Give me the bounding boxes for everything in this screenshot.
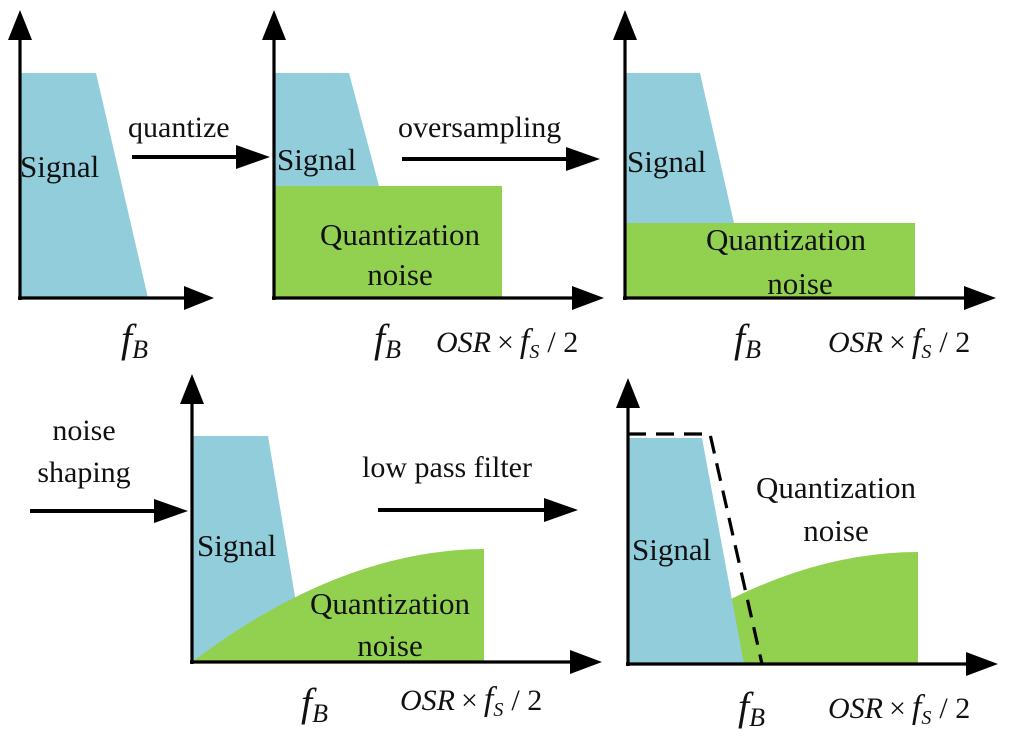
panel-1-signal-spectrum: Signal fB	[8, 10, 214, 364]
signal-region	[20, 73, 148, 298]
osr-fs-label: OSR×fS/ 2	[828, 689, 970, 729]
quantization-label: Quantization	[310, 586, 471, 621]
signal-label: Signal	[632, 532, 711, 567]
noise-label: noise	[803, 513, 868, 548]
x-axis	[272, 286, 604, 310]
fb-label: fB	[734, 316, 761, 364]
quantization-noise-region	[625, 223, 915, 298]
fb-label: fB	[301, 680, 328, 728]
osr-fs-label: OSR×fS/ 2	[436, 323, 578, 363]
x-axis	[626, 652, 998, 676]
x-axis	[190, 650, 602, 674]
quantization-label: Quantization	[756, 470, 917, 505]
panel-4-noise-shaped: Signal Quantization noise fB OSR×fS/ 2	[180, 374, 602, 728]
quantization-label: Quantization	[706, 222, 867, 257]
noise-label: noise	[367, 257, 432, 292]
y-axis	[616, 378, 640, 666]
low-pass-filter-arrow: low pass filter	[362, 451, 578, 522]
quantize-label: quantize	[128, 111, 230, 144]
fb-label: fB	[374, 316, 401, 364]
signal-label: Signal	[197, 528, 276, 563]
fb-label: fB	[121, 316, 148, 364]
signal-region	[192, 436, 306, 662]
oversampling-arrow: oversampling	[398, 111, 600, 171]
osr-fs-label: OSR×fS/ 2	[400, 681, 542, 721]
noise-label: noise	[357, 628, 422, 663]
signal-region	[625, 73, 734, 223]
quantization-noise-region	[274, 186, 502, 298]
signal-label: Signal	[20, 149, 99, 184]
signal-region	[274, 73, 379, 186]
low-pass-filter-dashed-line	[628, 432, 764, 665]
noise-shaping-arrow: noise shaping	[30, 414, 188, 523]
quantization-label: Quantization	[320, 217, 481, 252]
quantization-noise-region	[192, 549, 484, 662]
y-axis	[613, 10, 637, 300]
x-axis	[18, 286, 214, 310]
y-axis	[180, 374, 204, 664]
quantize-arrow: quantize	[128, 111, 270, 169]
y-axis	[262, 10, 286, 300]
panel-2-quantized: Signal Quantization noise fB OSR×fS/ 2	[262, 10, 604, 364]
noise-label: noise	[767, 266, 832, 301]
fb-label: fB	[738, 684, 765, 732]
panel-5-filtered: Signal Quantization noise fB OSR×fS/ 2	[616, 378, 998, 732]
y-axis	[8, 10, 32, 300]
noise-shaping-label-line1: noise	[52, 414, 115, 447]
osr-fs-label: OSR×fS/ 2	[828, 323, 970, 363]
panel-3-oversampled: Signal Quantization noise fB OSR×fS/ 2	[613, 10, 996, 364]
low-pass-filter-label: low pass filter	[362, 451, 532, 484]
signal-label: Signal	[627, 144, 706, 179]
x-axis	[623, 286, 996, 310]
oversampling-label: oversampling	[398, 111, 561, 144]
signal-label: Signal	[277, 142, 356, 177]
noise-shaping-label-line2: shaping	[37, 456, 130, 489]
